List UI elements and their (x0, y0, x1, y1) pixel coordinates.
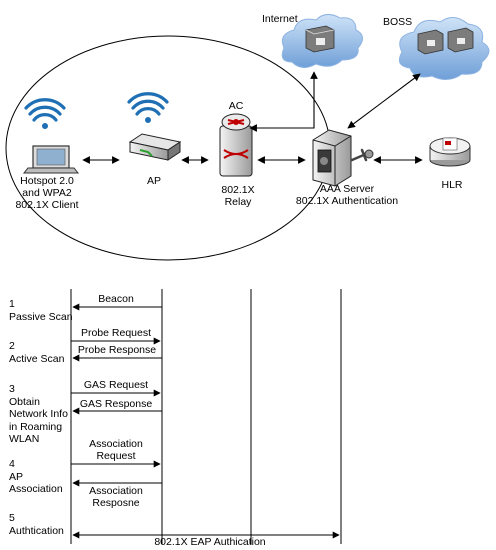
boss-label: BOSS (383, 16, 413, 28)
step-text: Association (9, 483, 63, 495)
relay-label-line: 802.1X (221, 184, 255, 196)
assoc-response-label: Association Resposne (72, 485, 160, 509)
ac-label: AC (228, 100, 244, 112)
beacon-label: Beacon (98, 293, 134, 305)
hlr-label: HLR (441, 179, 463, 191)
server-icon (305, 25, 335, 53)
topology-links (82, 71, 423, 164)
internet-cloud (281, 14, 363, 68)
gas-response-label: GAS Response (79, 398, 153, 410)
gas-request-label: GAS Request (83, 379, 149, 391)
link-ac-internet (249, 71, 318, 132)
sequence-arrows (71, 303, 340, 539)
aaa-server-icon (312, 129, 374, 187)
server-icon (447, 27, 474, 53)
assoc-request-line: Request (96, 450, 136, 462)
wifi-icon (127, 92, 169, 123)
step-number: 3 (9, 383, 15, 395)
step-text: AP (9, 470, 24, 483)
eap-label: 802.1X EAP Authication (154, 536, 266, 548)
server-icon (417, 29, 444, 55)
client-label: Hotspot 2.0 and WPA2 802.1X Client (4, 175, 90, 211)
client-label-line: 802.1X Client (15, 199, 79, 211)
step-2: 2 Active Scan (9, 340, 64, 365)
assoc-response-line: Association (89, 485, 143, 497)
aaa-label-line: 802.1X Authentication (295, 195, 399, 207)
link-aaa-boss (347, 73, 421, 129)
ap-label: AP (146, 175, 161, 187)
boss-cloud (398, 17, 490, 80)
step-5: 5 Authtication (9, 512, 64, 537)
step-number: 5 (9, 512, 15, 524)
step-text: in Roaming (9, 420, 63, 433)
lifelines (70, 289, 342, 544)
client-label-line: and WPA2 (22, 187, 72, 199)
client-label-line: Hotspot 2.0 (20, 175, 74, 187)
assoc-request-label: Association Request (72, 438, 160, 462)
laptop-icon (22, 145, 80, 174)
controller-icon (219, 113, 253, 177)
step-number: 2 (9, 340, 15, 352)
step-number: 1 (9, 298, 15, 310)
step-text: WLAN (9, 433, 40, 445)
wifi-icon (24, 98, 66, 129)
relay-label: 802.1X Relay (208, 184, 268, 208)
step-number: 4 (9, 458, 15, 470)
access-point-icon (128, 133, 182, 161)
step-1: 1 Passive Scan (9, 298, 73, 323)
step-4: 4 AP Association (9, 458, 63, 496)
step-text: Network Info (9, 408, 68, 420)
internet-label: Internet (262, 13, 298, 25)
step-3: 3 Obtain Network Info in Roaming WLAN (9, 383, 68, 446)
step-text: Active Scan (9, 352, 65, 365)
aaa-label-line: AAA Server (319, 183, 375, 195)
assoc-request-line: Association (89, 438, 143, 450)
aaa-label: AAA Server 802.1X Authentication (282, 183, 412, 207)
probe-request-label: Probe Request (80, 327, 152, 339)
step-text: Authtication (9, 524, 64, 537)
step-text: Obtain (9, 395, 40, 408)
probe-response-label: Probe Response (77, 344, 157, 356)
step-text: Passive Scan (9, 310, 73, 323)
hlr-icon (429, 137, 471, 167)
relay-label-line: Relay (224, 196, 252, 208)
assoc-response-line: Resposne (92, 497, 140, 509)
